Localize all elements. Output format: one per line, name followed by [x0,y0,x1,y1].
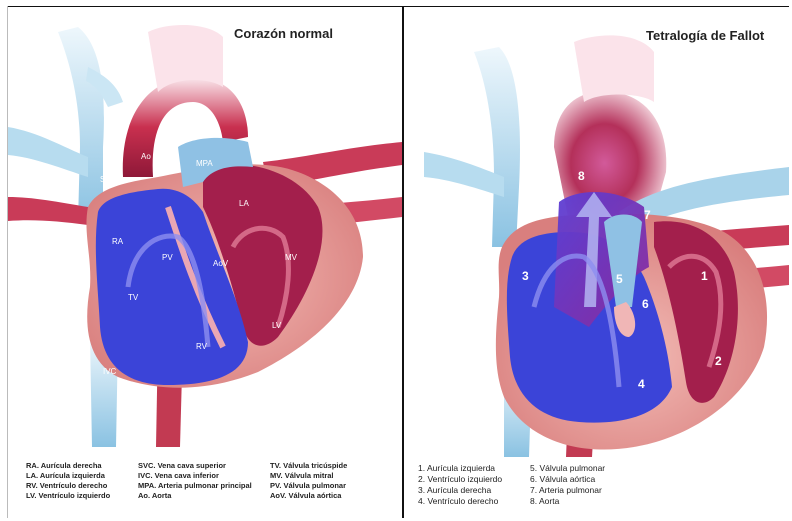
label-mv: MV [285,253,297,262]
legend-item: 5. Válvula pulmonar [530,463,605,474]
legend-item: LA. Aurícula izquierda [26,471,110,481]
legend-item: 7. Arteria pulmonar [530,485,605,496]
tof-legend-col2: 5. Válvula pulmonar 6. Válvula aórtica 7… [530,463,605,507]
legend-item: 2. Ventrículo izquierdo [418,474,502,485]
normal-legend-col2: SVC. Vena cava superior IVC. Vena cava i… [138,461,252,501]
label-ivc: IVC [103,367,116,376]
normal-legend-col1: RA. Aurícula derecha LA. Aurícula izquie… [26,461,110,501]
normal-legend-col3: TV. Válvula tricúspide MV. Válvula mitra… [270,461,347,501]
legend-item: RV. Ventrículo derecho [26,481,110,491]
legend-item: 8. Aorta [530,496,605,507]
label-ra: RA [112,237,123,246]
pulmonary-vessels-left [8,197,88,225]
label-1: 1 [701,269,708,283]
legend-item: 1. Aurícula izquierda [418,463,502,474]
legend-item: Ao. Aorta [138,491,252,501]
svc-left-branch [424,152,504,197]
label-8: 8 [578,169,585,183]
legend-item: 3. Aurícula derecha [418,485,502,496]
normal-heart-illustration [8,7,402,447]
normal-heart-panel: Corazón normal Ao MPA SVC LA RA PV AoV M… [8,7,402,518]
label-3: 3 [522,269,529,283]
tof-heart-illustration [404,7,789,457]
legend-item: MV. Válvula mitral [270,471,347,481]
legend-item: IVC. Vena cava inferior [138,471,252,481]
legend-item: 6. Válvula aórtica [530,474,605,485]
label-ao: Ao [141,152,151,161]
legend-item: RA. Aurícula derecha [26,461,110,471]
tof-legend-col1: 1. Aurícula izquierda 2. Ventrículo izqu… [418,463,502,507]
label-2: 2 [715,354,722,368]
aorta-top [574,35,654,102]
label-la: LA [239,199,249,208]
legend-item: PV. Válvula pulmonar [270,481,347,491]
svc-left-branch [8,127,88,177]
label-rv: RV [196,342,207,351]
label-7: 7 [644,208,651,222]
legend-item: TV. Válvula tricúspide [270,461,347,471]
legend-item: LV. Ventrículo izquierdo [26,491,110,501]
label-aov: AoV [213,259,228,268]
label-svc: SVC [100,175,116,184]
label-pv: PV [162,253,173,262]
superior-vena-cava [58,27,104,222]
label-lv: LV [272,321,281,330]
legend-item: MPA. Arteria pulmonar principal [138,481,252,491]
tof-heart-title: Tetralogía de Fallot [646,28,764,43]
superior-vena-cava [474,47,520,247]
label-4: 4 [638,377,645,391]
label-5: 5 [616,272,623,286]
legend-item: 4. Ventrículo derecho [418,496,502,507]
normal-heart-title: Corazón normal [234,26,333,41]
legend-item: AoV. Válvula aórtica [270,491,347,501]
label-tv: TV [128,293,138,302]
label-mpa: MPA [196,159,213,168]
label-6: 6 [642,297,649,311]
legend-item: SVC. Vena cava superior [138,461,252,471]
tof-heart-panel: Tetralogía de Fallot 8 7 3 5 1 6 2 4 1. … [404,7,789,518]
